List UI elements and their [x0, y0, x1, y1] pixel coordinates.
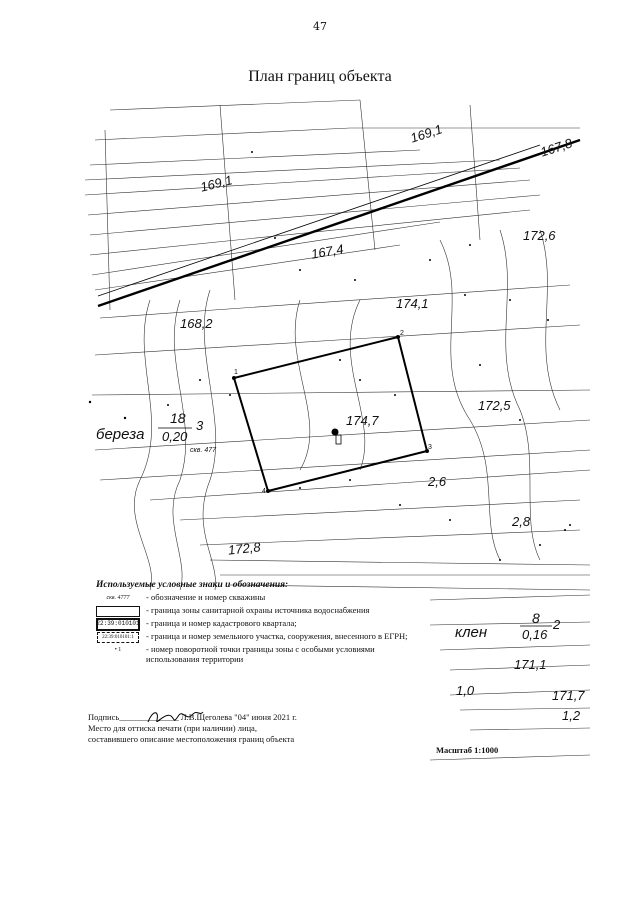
legend-symbol-quarter: 22:39:010101 [96, 618, 140, 632]
point-number: 4 [262, 488, 266, 495]
legend-text: - граница зоны санитарной охраны источни… [146, 604, 370, 615]
scale-label: Масштаб 1:1000 [436, 745, 499, 755]
tree-birch-count: 3 [196, 418, 204, 433]
legend-item: - граница зоны санитарной охраны источни… [96, 604, 426, 618]
contour-label: 174,7 [346, 413, 379, 428]
legend: Используемые условные знаки и обозначени… [96, 580, 426, 665]
well-label: скв. 477 [190, 447, 217, 454]
contour-label: 168,2 [180, 316, 213, 331]
contour-label: 172,6 [523, 228, 556, 243]
legend-symbol-well: скв. 4777 [106, 595, 130, 602]
legend-item: • 1 - номер поворотной точки границы зон… [96, 643, 426, 665]
road-line [97, 138, 581, 308]
legend-title: Используемые условные знаки и обозначени… [96, 580, 289, 590]
signature-line: Подпись______________ Л.В.Щеголева "04" … [88, 712, 297, 722]
legend-symbol-parcel: 22:39:010101:1 [97, 632, 139, 644]
contour-label: 174,1 [396, 296, 429, 311]
well-icon [331, 428, 339, 436]
legend-symbol-zone [96, 606, 140, 618]
stamp-place-line: Место для оттиска печати (при наличии) л… [88, 723, 257, 734]
page-number: 47 [313, 20, 327, 33]
legend-text: - граница и номер кадастрового квартала; [146, 617, 297, 628]
tree-birch-numerator: 18 [170, 410, 186, 426]
contour-label: 1,2 [562, 708, 581, 723]
tree-maple-numerator: 8 [532, 610, 540, 626]
page-title: План границ объекта [248, 68, 392, 85]
legend-item: 22:39:010101 - граница и номер кадастров… [96, 617, 426, 632]
zone-boundary [232, 335, 429, 493]
contour-label: 171,1 [514, 657, 547, 672]
tree-birch-denominator: 0,20 [162, 429, 188, 444]
signature-block: Подпись______________ Л.В.Щеголева "04" … [88, 712, 428, 745]
tree-maple-count: 2 [553, 617, 561, 632]
handwritten-signature [147, 711, 204, 723]
legend-text: - номер поворотной точки границы зоны с … [146, 643, 375, 664]
point-number: 1 [234, 369, 238, 376]
tree-birch-name: береза [96, 426, 145, 443]
legend-item: 22:39:010101:1 - граница и номер земельн… [96, 630, 426, 644]
tree-maple-denominator: 0,16 [522, 627, 548, 642]
tree-maple-name: клен [455, 624, 488, 641]
contour-label: 1,0 [456, 683, 475, 698]
contour-label: 2,8 [512, 514, 531, 529]
legend-text: - обозначение и номер скважины [146, 591, 266, 602]
legend-item: скв. 4777 - обозначение и номер скважины [96, 591, 426, 605]
contour-label: 2,6 [428, 474, 447, 489]
contour-label: 172,5 [478, 398, 511, 413]
point-number: 3 [428, 444, 432, 451]
legend-symbol-point: • 1 [114, 647, 122, 654]
point-number: 2 [400, 330, 404, 337]
contour-label: 171,7 [552, 688, 585, 703]
author-line: составившего описание местоположения гра… [88, 734, 295, 745]
legend-text: - граница и номер земельного участка, со… [146, 630, 408, 641]
